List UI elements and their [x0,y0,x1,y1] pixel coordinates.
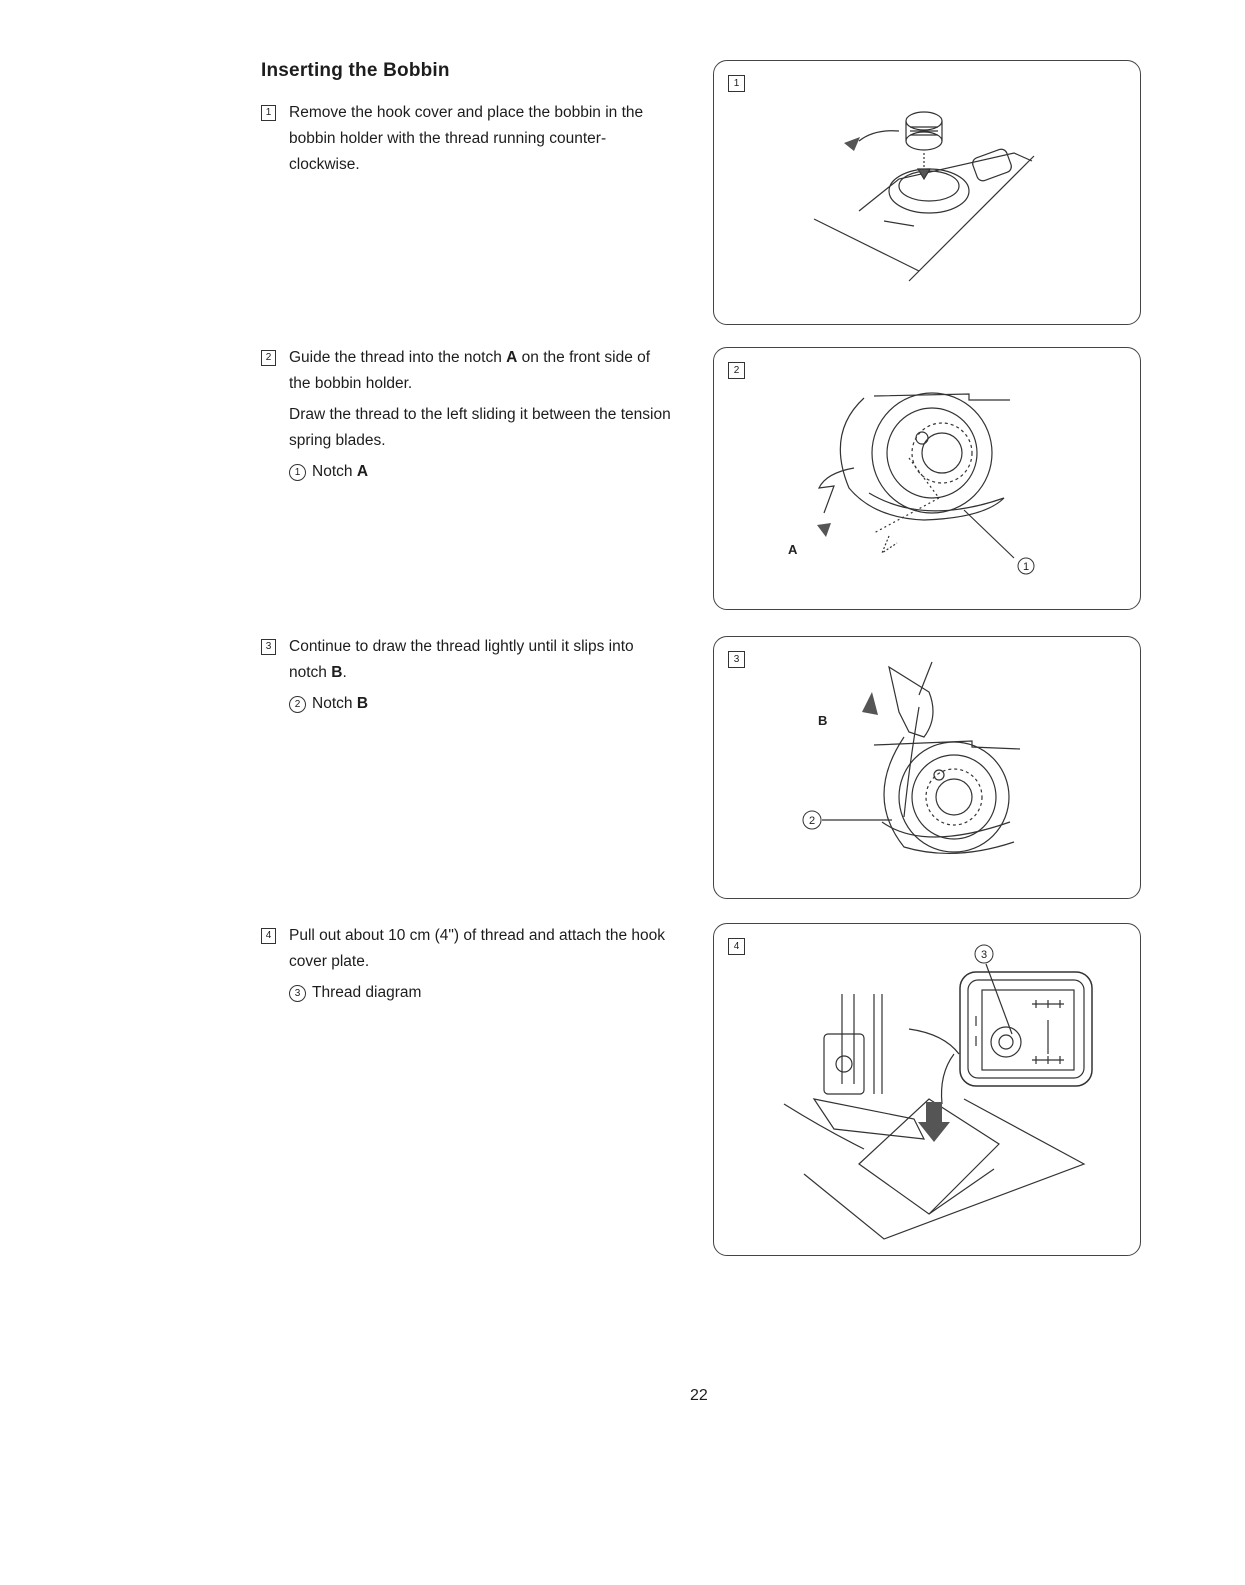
callout-1: 1 [1023,561,1029,573]
step-number-box: 3 [261,639,276,655]
callout-number: 2 [289,696,306,713]
figure-4-panel: 3 4 [713,923,1141,1256]
step-1: 1 Remove the hook cover and place the bo… [261,100,671,178]
step-number-box: 2 [261,350,276,366]
bobbin-insert-illustration [813,111,1035,282]
callout-number: 1 [289,464,306,481]
page-title: Inserting the Bobbin [261,60,450,81]
step-text: Remove the hook cover and place the bobb… [289,104,644,173]
callout-number: 3 [289,985,306,1002]
figure-3-panel: B 2 3 [713,636,1141,899]
rotation-arrow-icon [844,137,860,151]
notch-b-illustration: B 2 [802,661,1021,855]
step-extra-text: Draw the thread to the left sliding it b… [289,406,671,449]
callout-2: 2 [809,815,815,827]
step-text: Continue to draw the thread lightly unti… [289,638,634,681]
step-number-box: 1 [261,105,276,121]
figure-number-box: 2 [728,362,745,379]
page-number: 22 [690,1387,708,1404]
step-3: 3 Continue to draw the thread lightly un… [261,634,671,717]
notch-a-illustration: A 1 [788,392,1035,575]
step-2: 2 Guide the thread into the notch A on t… [261,345,671,485]
guide-arrow-icon [862,692,878,715]
figure-number-box: 1 [728,75,745,92]
step-text: Pull out about 10 cm (4") of thread and … [289,927,666,970]
guide-arrow-icon [817,523,831,537]
figure-number-box: 3 [728,651,745,668]
label-a: A [788,542,798,557]
figure-number-box: 4 [728,938,745,955]
down-arrow-icon [918,1102,950,1142]
callout-3: 3 [981,949,987,961]
step-4: 4 Pull out about 10 cm (4") of thread an… [261,923,671,1006]
label-b: B [818,713,827,728]
figure-1-panel: 1 [713,60,1141,325]
step-text: Guide the thread into the notch A on the… [289,349,651,392]
figure-2-panel: A 1 2 [713,347,1141,610]
step-number-box: 4 [261,928,276,944]
hook-cover-illustration: 3 [783,944,1093,1240]
